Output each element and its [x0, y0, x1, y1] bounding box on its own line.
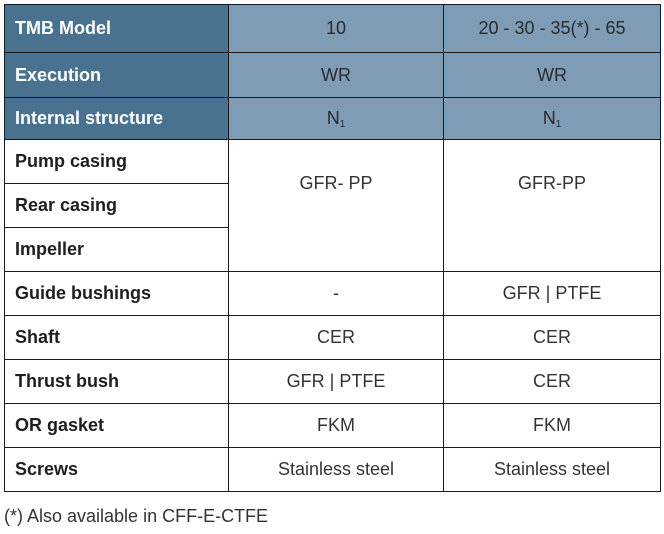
table-row: Guide bushings - GFR | PTFE — [4, 271, 661, 316]
table-row: OR gasket FKM FKM — [4, 403, 661, 448]
row-label: Guide bushings — [4, 271, 229, 316]
row-label: Rear casing — [4, 183, 229, 228]
row-label: OR gasket — [4, 403, 229, 448]
cell-value: 10 — [228, 4, 444, 53]
cell-value: CER — [443, 315, 661, 360]
cell-value: Stainless steel — [443, 447, 661, 492]
cell-value: WR — [228, 52, 444, 98]
cell-value: GFR-PP — [443, 139, 661, 272]
table-row: Internal structure N1 N1 — [4, 97, 661, 140]
cell-value: FKM — [443, 403, 661, 448]
footnote: (*) Also available in CFF-E-CTFE — [4, 506, 269, 526]
table-row: Execution WR WR — [4, 52, 661, 98]
cell-value: N1 — [443, 97, 661, 140]
cell-value: FKM — [228, 403, 444, 448]
cell-text: N — [326, 107, 340, 128]
table-row: Screws Stainless steel Stainless steel — [4, 447, 661, 492]
cell-value: CER — [443, 359, 661, 404]
cell-text: N — [542, 107, 556, 128]
cell-value: 20 - 30 - 35(*) - 65 — [443, 4, 661, 53]
table-row: Impeller — [4, 227, 661, 272]
cell-value: WR — [443, 52, 661, 98]
cell-value: GFR- PP — [228, 139, 444, 272]
table-row: Thrust bush GFR | PTFE CER — [4, 359, 661, 404]
cell-value: N1 — [228, 97, 444, 140]
materials-table: TMB Model 10 20 - 30 - 35(*) - 65 Execut… — [4, 4, 661, 492]
row-label: Impeller — [4, 227, 229, 272]
cell-value: Stainless steel — [228, 447, 444, 492]
row-label: Shaft — [4, 315, 229, 360]
table-row: Rear casing — [4, 183, 661, 228]
cell-value: CER — [228, 315, 444, 360]
table-row: Shaft CER CER — [4, 315, 661, 360]
subscript: 1 — [555, 118, 562, 130]
row-label: Execution — [4, 52, 229, 98]
table-row: Pump casing GFR- PP GFR-PP — [4, 139, 661, 272]
row-label: Internal structure — [4, 97, 229, 140]
row-label: Screws — [4, 447, 229, 492]
cell-value: GFR | PTFE — [443, 271, 661, 316]
cell-value: GFR | PTFE — [228, 359, 444, 404]
row-label: Pump casing — [4, 139, 229, 184]
cell-value: - — [228, 271, 444, 316]
row-label: TMB Model — [4, 4, 229, 53]
table-row: TMB Model 10 20 - 30 - 35(*) - 65 — [4, 4, 661, 53]
subscript: 1 — [339, 118, 346, 130]
row-label: Thrust bush — [4, 359, 229, 404]
